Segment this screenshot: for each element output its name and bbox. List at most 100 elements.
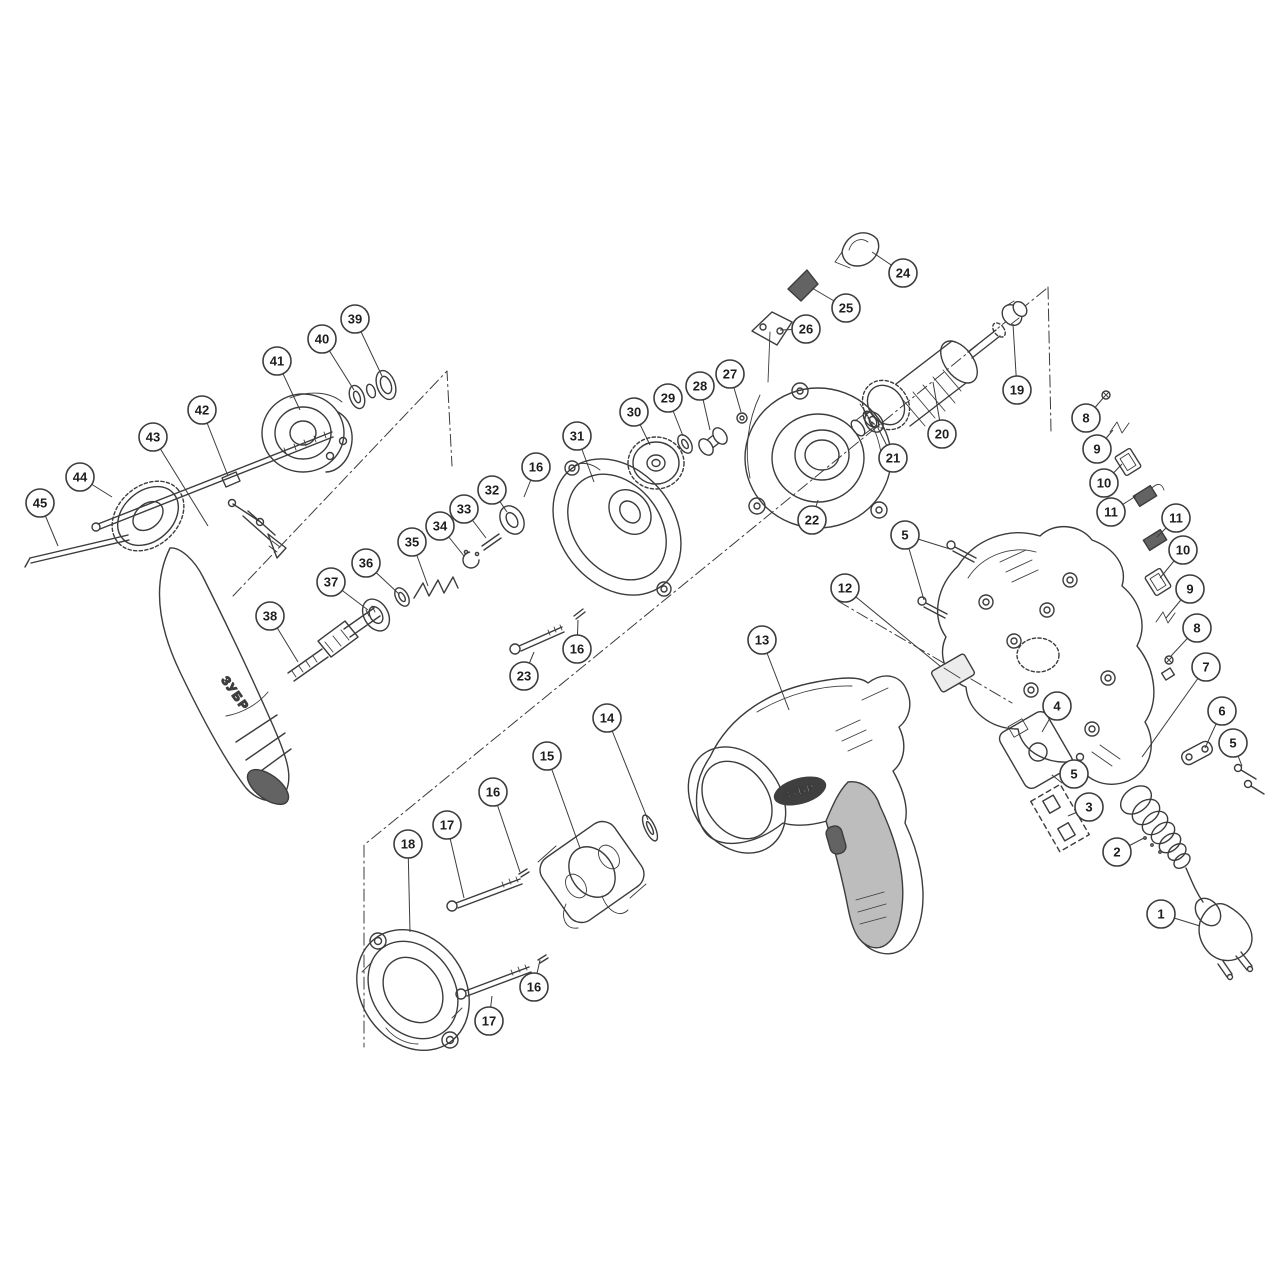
callout-number: 5 xyxy=(901,528,908,543)
callout-17: 17 xyxy=(432,810,465,899)
callout-bubble xyxy=(1175,574,1205,604)
callout-leader-line xyxy=(606,717,649,821)
callout-bubble xyxy=(255,601,285,631)
callout-14: 14 xyxy=(592,703,649,821)
part-clamp-bolt xyxy=(91,431,334,532)
callout-20: 20 xyxy=(927,381,957,449)
callout-17: 17 xyxy=(474,995,504,1036)
handle-brand-label: ЗУБР xyxy=(218,674,252,714)
callout-10: 10 xyxy=(1159,535,1198,579)
callout-10: 10 xyxy=(1089,463,1123,498)
part-screws-5-clamp xyxy=(1233,763,1265,795)
callout-15: 15 xyxy=(532,741,581,849)
callout-number: 19 xyxy=(1010,383,1024,398)
part-washer-14 xyxy=(641,814,659,842)
callout-bubble xyxy=(1059,759,1089,789)
part-pin-16-lower xyxy=(537,954,549,964)
callout-number: 27 xyxy=(723,367,737,382)
callout-8: 8 xyxy=(1071,396,1105,433)
part-right-housing xyxy=(936,525,1155,785)
callout-39: 39 xyxy=(340,304,383,377)
part-bracket-26 xyxy=(751,311,793,346)
callout-number: 26 xyxy=(799,322,813,337)
callout-bubble xyxy=(509,661,539,691)
callout-number: 24 xyxy=(896,266,911,281)
callout-number: 11 xyxy=(1104,505,1118,520)
callout-5: 5 xyxy=(890,520,951,601)
part-depth-rod xyxy=(24,534,130,568)
callout-34: 34 xyxy=(425,511,465,557)
callout-bubble xyxy=(65,462,95,492)
callout-7: 7 xyxy=(1141,652,1221,758)
callout-bubble xyxy=(927,419,957,449)
part-stator xyxy=(537,820,647,929)
callout-30: 30 xyxy=(619,397,651,446)
callout-23: 23 xyxy=(509,651,539,691)
callout-42: 42 xyxy=(187,395,229,477)
callout-bubble xyxy=(653,383,683,413)
callout-number: 43 xyxy=(146,430,160,445)
callout-bubble xyxy=(138,422,168,452)
callout-bubble xyxy=(316,567,346,597)
part-nut-19 xyxy=(1001,300,1028,327)
callout-leader-line xyxy=(844,587,941,667)
part-cap-24 xyxy=(834,232,880,269)
callout-number: 9 xyxy=(1186,582,1193,597)
callout-number: 18 xyxy=(401,837,415,852)
callout-leader-line xyxy=(546,755,581,849)
part-rear-shield xyxy=(356,928,470,1052)
callout-number: 39 xyxy=(348,312,362,327)
callout-number: 20 xyxy=(935,427,949,442)
callout-number: 4 xyxy=(1053,699,1061,714)
callout-layer: 4544434241403938373635343332163130292827… xyxy=(25,251,1248,1036)
callout-bubble xyxy=(1042,691,1072,721)
callout-22: 22 xyxy=(797,499,827,535)
construction-lines xyxy=(232,286,1052,1048)
callout-44: 44 xyxy=(65,462,113,498)
callout-12: 12 xyxy=(830,573,941,667)
part-circlip-34 xyxy=(462,549,480,569)
part-chuck xyxy=(261,392,353,473)
callout-number: 17 xyxy=(440,818,454,833)
callout-29: 29 xyxy=(653,383,684,437)
callout-bubble xyxy=(425,511,455,541)
callout-number: 32 xyxy=(485,483,499,498)
callout-21: 21 xyxy=(877,427,908,473)
callout-6: 6 xyxy=(1204,696,1237,749)
callout-bubble xyxy=(747,625,777,655)
callout-bubble xyxy=(1071,403,1101,433)
callout-38: 38 xyxy=(255,601,299,663)
callout-number: 36 xyxy=(359,556,373,571)
callout-5: 5 xyxy=(1059,759,1089,789)
callout-bubble xyxy=(351,548,381,578)
part-screw-23 xyxy=(509,624,565,655)
callout-number: 16 xyxy=(570,642,584,657)
callout-number: 14 xyxy=(600,711,615,726)
part-brush-kit-lower xyxy=(1142,528,1176,681)
callout-bubble xyxy=(1002,375,1032,405)
callout-36: 36 xyxy=(351,548,400,595)
callout-45: 45 xyxy=(25,488,59,547)
callout-number: 12 xyxy=(838,581,852,596)
callout-number: 2 xyxy=(1113,845,1120,860)
part-cord-clamp xyxy=(1181,740,1213,766)
callout-1: 1 xyxy=(1146,899,1201,929)
callout-number: 41 xyxy=(270,354,284,369)
part-lever-25 xyxy=(787,269,819,302)
callout-13: 13 xyxy=(747,625,790,711)
part-pin-16-stator xyxy=(518,868,530,878)
callout-19: 19 xyxy=(1002,323,1032,405)
callout-number: 30 xyxy=(627,405,641,420)
callout-number: 8 xyxy=(1082,411,1089,426)
callout-bubble xyxy=(477,475,507,505)
callout-leader-line xyxy=(152,436,209,527)
callout-4: 4 xyxy=(1041,691,1072,733)
callout-bubble xyxy=(1102,837,1132,867)
callout-number: 34 xyxy=(433,519,448,534)
callout-bubble xyxy=(1161,503,1191,533)
callout-bubble xyxy=(878,443,908,473)
callout-bubble xyxy=(521,452,551,482)
part-power-plug xyxy=(1185,867,1254,981)
callout-16: 16 xyxy=(478,777,521,873)
